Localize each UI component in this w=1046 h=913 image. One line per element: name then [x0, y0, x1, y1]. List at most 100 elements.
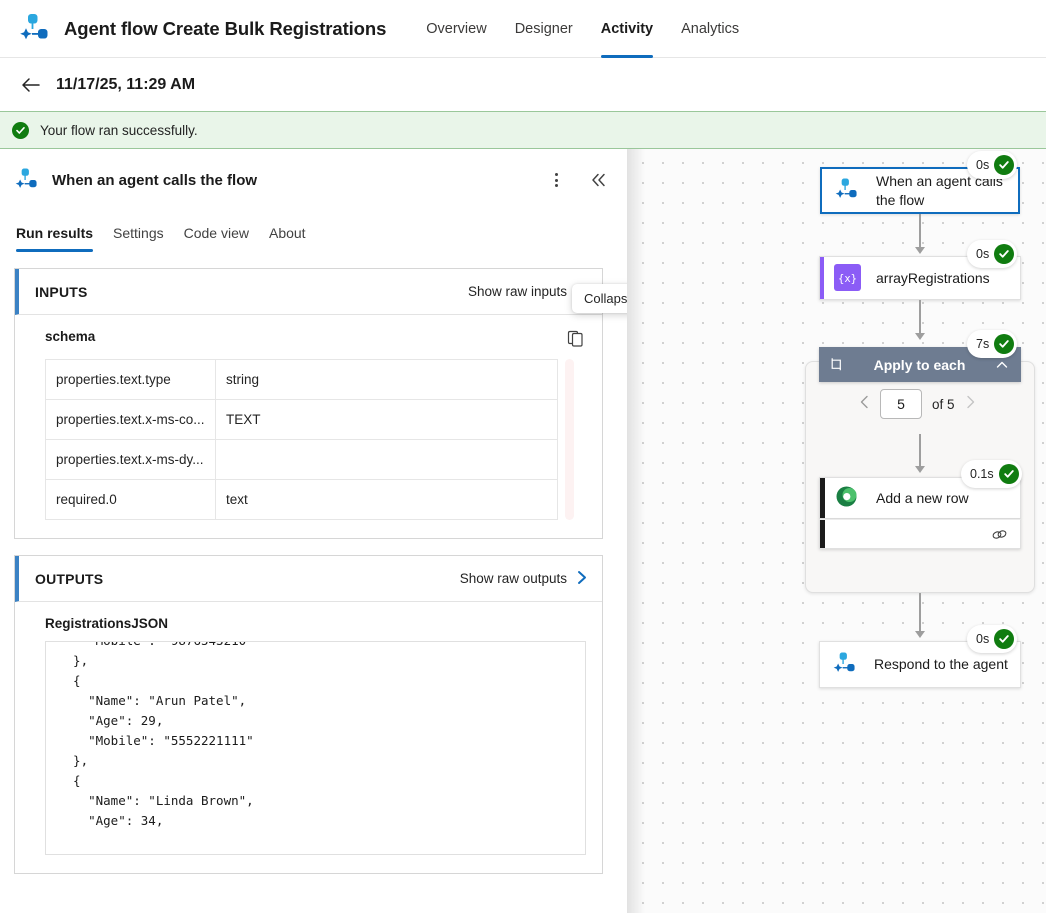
more-options-icon[interactable]	[541, 165, 571, 195]
flow-node-label: When an agent calls the flow	[876, 172, 1003, 208]
tab-code-view[interactable]: Code view	[183, 225, 249, 241]
node-accent-bar	[820, 257, 824, 299]
status-message: Your flow ran successfully.	[40, 122, 198, 138]
flow-node-array-registrations[interactable]: {x} arrayRegistrations	[819, 256, 1021, 300]
nav-tab-designer[interactable]: Designer	[514, 20, 573, 37]
loop-scope-icon	[829, 357, 844, 372]
chevron-up-icon[interactable]	[995, 358, 1009, 372]
schema-value: text	[215, 479, 558, 520]
flow-node-footer[interactable]	[819, 519, 1021, 549]
success-check-icon	[994, 244, 1015, 264]
table-row: properties.text.type string	[45, 359, 558, 400]
schema-field-row: schema	[45, 329, 586, 349]
flow-node-respond-to-agent[interactable]: Respond to the agent	[819, 641, 1021, 688]
inputs-title: INPUTS	[35, 283, 88, 300]
agent-flow-logo-icon	[18, 12, 52, 46]
node-accent-bar	[820, 520, 825, 548]
flow-scope-label: Apply to each	[873, 356, 966, 373]
show-raw-outputs-link[interactable]: Show raw outputs	[460, 570, 588, 588]
show-raw-inputs-link[interactable]: Show raw inputs	[468, 283, 588, 301]
schema-key: properties.text.x-ms-dy...	[45, 439, 216, 480]
chevron-left-icon[interactable]	[859, 395, 870, 413]
success-check-icon	[994, 155, 1015, 175]
duration-label: 0.1s	[970, 467, 994, 481]
nav-tab-activity[interactable]: Activity	[587, 0, 667, 58]
agent-trigger-icon	[14, 167, 40, 193]
schema-key: required.0	[45, 479, 216, 520]
success-check-icon	[998, 464, 1019, 484]
main-nav-tabs: Overview Designer Activity Analytics	[412, 0, 753, 58]
chevron-right-icon[interactable]	[965, 395, 976, 413]
success-check-icon	[994, 334, 1015, 354]
flow-connector	[919, 434, 921, 469]
flow-node-label: Add a new row	[876, 489, 969, 506]
copy-icon[interactable]	[566, 329, 586, 349]
link-connector-icon[interactable]	[991, 527, 1008, 542]
status-banner: Your flow ran successfully.	[0, 111, 1046, 149]
schema-table: properties.text.type string properties.t…	[45, 359, 558, 520]
canvas-edge-shadow	[627, 149, 645, 913]
registrations-json-text: "Mobile": "9876543210" }, { "Name": "Aru…	[73, 642, 254, 828]
schema-value: string	[215, 359, 558, 400]
success-check-icon	[12, 121, 29, 139]
variable-expression-icon: {x}	[834, 264, 862, 292]
iteration-total-label: of 5	[932, 396, 955, 412]
flow-connector	[919, 214, 921, 250]
duration-label: 0s	[976, 247, 990, 261]
agent-trigger-icon	[834, 177, 862, 205]
tab-run-results[interactable]: Run results	[14, 217, 103, 252]
flow-connector	[919, 593, 921, 634]
schema-scrollbar[interactable]	[565, 359, 574, 520]
flow-node-status-badge: 0s	[967, 240, 1018, 268]
registrations-json-label: RegistrationsJSON	[45, 616, 169, 631]
duration-label: 0s	[976, 632, 990, 646]
panel-node-title: When an agent calls the flow	[52, 171, 258, 189]
inputs-card-body: schema properties.text.type string	[15, 315, 602, 538]
panel-node-header: When an agent calls the flow	[0, 149, 627, 211]
table-row: properties.text.x-ms-co... TEXT	[45, 399, 558, 440]
table-row: properties.text.x-ms-dy...	[45, 439, 558, 480]
success-check-icon	[994, 629, 1015, 649]
duration-label: 7s	[976, 337, 990, 351]
node-accent-bar	[820, 478, 825, 518]
schema-key: properties.text.type	[45, 359, 216, 400]
flow-connector-arrowhead	[915, 466, 925, 473]
back-arrow-icon[interactable]	[20, 75, 40, 95]
collapse-tooltip: Collapse	[572, 284, 627, 313]
chevron-right-icon	[576, 570, 588, 588]
flow-node-add-a-new-row[interactable]: Add a new row	[819, 477, 1021, 519]
flow-scope-header[interactable]: Apply to each	[819, 347, 1021, 382]
outputs-card-body: RegistrationsJSON "Mobile": "9876543210"…	[15, 602, 602, 873]
tab-settings[interactable]: Settings	[113, 225, 164, 241]
schema-label: schema	[45, 329, 96, 344]
run-timestamp: 11/17/25, 11:29 AM	[56, 75, 196, 93]
schema-value	[215, 439, 558, 480]
inputs-card: INPUTS Show raw inputs schema	[14, 268, 603, 539]
duration-label: 0s	[976, 158, 990, 172]
excel-table-icon	[834, 484, 862, 512]
flow-connector-arrowhead	[915, 247, 925, 254]
svg-text:{x}: {x}	[838, 273, 857, 285]
flow-connector-arrowhead	[915, 631, 925, 638]
outputs-card: OUTPUTS Show raw outputs RegistrationsJS…	[14, 555, 603, 874]
flow-canvas[interactable]: When an agent calls the flow 0s {x} arra…	[627, 149, 1046, 913]
double-chevron-left-icon[interactable]	[583, 165, 613, 195]
flow-scope-status-badge: 7s	[967, 330, 1018, 358]
outputs-card-header: OUTPUTS Show raw outputs	[15, 556, 602, 602]
registrations-json-code[interactable]: "Mobile": "9876543210" }, { "Name": "Aru…	[45, 641, 586, 855]
tab-about[interactable]: About	[268, 225, 306, 241]
run-details-panel: When an agent calls the flow Run results…	[0, 149, 627, 913]
schema-table-wrap: properties.text.type string properties.t…	[45, 359, 586, 520]
page-title: Agent flow Create Bulk Registrations	[64, 17, 387, 39]
agent-trigger-icon	[832, 651, 860, 679]
iteration-number-input[interactable]: 5	[880, 389, 922, 419]
nav-tab-analytics[interactable]: Analytics	[681, 20, 740, 37]
scope-iteration-pager: 5 of 5	[859, 389, 976, 419]
flow-connector-arrowhead	[915, 333, 925, 340]
schema-key: properties.text.x-ms-co...	[45, 399, 216, 440]
flow-node-status-badge: 0s	[967, 151, 1018, 179]
flow-node-label: arrayRegistrations	[876, 269, 990, 286]
show-raw-inputs-label: Show raw inputs	[467, 284, 567, 299]
run-header: 11/17/25, 11:29 AM	[0, 58, 1046, 111]
nav-tab-overview[interactable]: Overview	[426, 20, 487, 37]
